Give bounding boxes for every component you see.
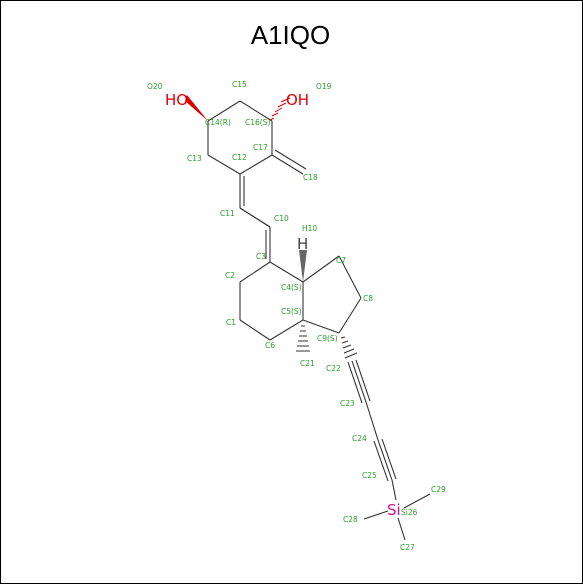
label-c27: C27: [400, 543, 415, 552]
label-c13: C13: [187, 154, 202, 163]
molecule-title: A1IQO: [250, 20, 331, 50]
label-c10: C10: [274, 214, 289, 223]
label-c5: C5(S): [281, 307, 302, 316]
label-c12: C12: [232, 153, 247, 162]
label-c9: C9(S): [317, 334, 338, 343]
label-c16: C16(S): [245, 118, 270, 127]
label-c11: C11: [220, 209, 235, 218]
label-c6: C6: [265, 341, 275, 350]
label-c4: C4(S): [281, 283, 302, 292]
label-c8: C8: [363, 294, 373, 303]
label-c24: C24: [352, 434, 367, 443]
label-c7: C7: [336, 256, 346, 265]
wedge-c4-h10: [299, 250, 307, 282]
hydrogen-h10: H: [297, 235, 308, 253]
hydroxyl-right: OH: [286, 91, 309, 109]
label-h10: H10: [302, 224, 317, 233]
label-c23: C23: [340, 399, 355, 408]
label-c28: C28: [343, 515, 358, 524]
silicon-bonds: [363, 493, 431, 541]
ring-c-bonds: [239, 261, 304, 341]
label-c22: C22: [326, 364, 341, 373]
label-c14: C14(R): [205, 118, 231, 127]
label-c29: C29: [431, 485, 446, 494]
label-c17: C17: [253, 143, 268, 152]
label-c1: C1: [226, 318, 236, 327]
hydroxyl-left: HO: [165, 91, 188, 109]
label-c25: C25: [362, 471, 377, 480]
label-c3: C3: [256, 252, 266, 261]
hash-c5-c21: [296, 325, 310, 352]
diyne-bonds: [347, 359, 397, 501]
wedge-c14-o20: [185, 95, 208, 121]
label-c2: C2: [225, 271, 235, 280]
hash-c16-o19: [269, 97, 291, 121]
hash-c9-c22: [340, 336, 358, 359]
label-c21: C21: [300, 359, 315, 368]
chain-bonds: [239, 174, 271, 262]
ring-d-bonds: [302, 255, 362, 334]
atom-labels: O20 O19 C15 C14(R) C16(S) C17 C13 C12 C1…: [147, 80, 446, 552]
ring-a-bonds: [207, 100, 307, 175]
label-si26: Si26: [401, 508, 418, 517]
label-c18: C18: [303, 173, 318, 182]
label-o19: O19: [316, 82, 332, 91]
silicon-atom: Si: [387, 501, 401, 519]
label-c15: C15: [232, 80, 247, 89]
label-o20: O20: [147, 82, 163, 91]
